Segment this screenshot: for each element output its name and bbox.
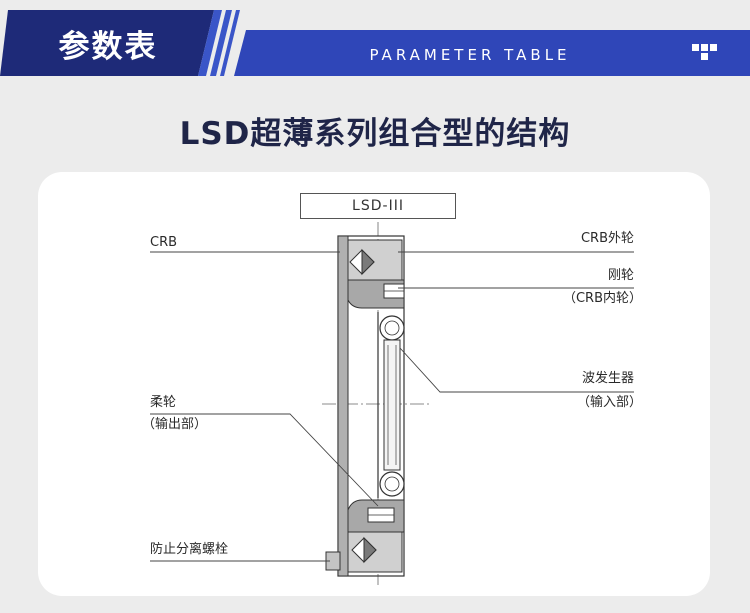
page-title: LSD超薄系列组合型的结构 bbox=[179, 116, 571, 152]
label-flexspline-sub: （输出部） bbox=[142, 417, 208, 432]
upper-crb-roller-shade bbox=[361, 248, 375, 276]
lower-ball bbox=[379, 471, 405, 497]
banner-title: 参数表 bbox=[58, 28, 158, 65]
label-crb-outer: CRB外轮 bbox=[580, 231, 634, 246]
label-flexspline: 柔轮 bbox=[150, 395, 177, 410]
lower-ball-inner bbox=[384, 476, 400, 492]
upper-ball bbox=[379, 315, 405, 341]
leader-wave-generator bbox=[399, 347, 634, 393]
label-crb: CRB bbox=[150, 235, 178, 250]
model-label-box: LSD-III bbox=[300, 193, 456, 219]
banner-sub-plate bbox=[234, 30, 750, 76]
banner-square-2 bbox=[701, 44, 708, 51]
left-flange bbox=[337, 235, 349, 577]
banner-subtitle: PARAMETER TABLE bbox=[369, 46, 571, 64]
label-circular-spline-sub: （CRB内轮） bbox=[562, 291, 642, 306]
lower-crb-roller-shade bbox=[363, 536, 377, 564]
banner-square-4 bbox=[701, 53, 708, 60]
label-anti-separation-bolt: 防止分离螺栓 bbox=[150, 542, 229, 557]
label-wave-generator-sub: （输入部） bbox=[576, 395, 642, 410]
label-circular-spline: 刚轮 bbox=[607, 268, 634, 283]
header-banner: 参数表 PARAMETER TABLE bbox=[0, 0, 750, 90]
banner-title-plate bbox=[0, 10, 214, 76]
banner-graphic bbox=[0, 10, 750, 76]
upper-ball-inner bbox=[384, 320, 400, 336]
banner-stripe-2 bbox=[210, 10, 232, 76]
banner-stripe-1 bbox=[198, 10, 222, 76]
banner-square-1 bbox=[692, 44, 699, 51]
leader-flexspline bbox=[150, 413, 379, 507]
label-wave-generator: 波发生器 bbox=[581, 371, 634, 386]
banner-stripe-3 bbox=[220, 10, 240, 76]
wave-generator-plug bbox=[383, 339, 401, 471]
banner-square-3 bbox=[710, 44, 717, 51]
